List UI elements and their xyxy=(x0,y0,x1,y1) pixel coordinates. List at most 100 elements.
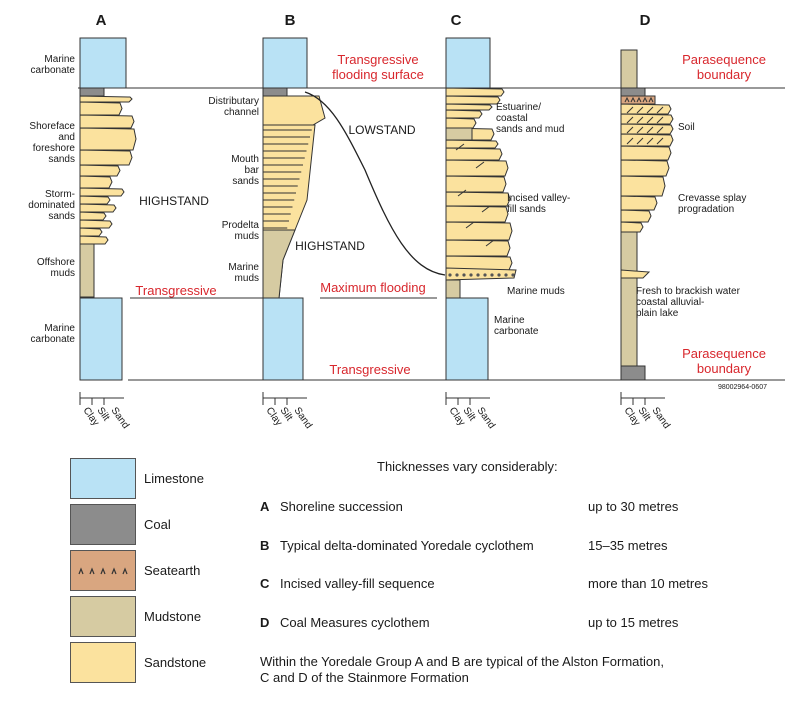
grain-scale-label: Sand xyxy=(109,405,131,430)
note-letter: B xyxy=(260,538,270,553)
pebble-lag xyxy=(469,273,473,277)
sandstone-bed xyxy=(79,164,121,177)
notes-footer-line: Within the Yoredale Group A and B are ty… xyxy=(260,654,664,669)
cross-bedding xyxy=(656,137,664,145)
seatearth-rootlet xyxy=(122,567,128,575)
note-text: Incised valley-fill sequence xyxy=(280,576,435,591)
mudstone-bed xyxy=(445,279,461,299)
limestone-bed xyxy=(445,297,489,381)
pebble-lag xyxy=(483,273,487,277)
pebble-lag xyxy=(511,273,515,277)
legend-label: Sandstone xyxy=(144,655,207,670)
cross-bedding xyxy=(626,116,634,124)
sandstone-bed xyxy=(620,221,644,233)
sandstone-bed xyxy=(445,103,493,111)
limestone-bed xyxy=(79,297,123,381)
legend-swatch-coal xyxy=(70,504,136,545)
cross-bedding xyxy=(457,189,467,197)
note-thickness: up to 30 metres xyxy=(588,499,679,514)
cross-bedding xyxy=(646,116,654,124)
sandstone-bed xyxy=(79,101,123,116)
note-thickness: 15–35 metres xyxy=(588,538,668,553)
note-letter: A xyxy=(260,499,270,514)
pebble-lag xyxy=(497,273,501,277)
label-transgressive: Transgressive xyxy=(135,283,216,298)
label-lowstand: LOWSTAND xyxy=(348,123,415,137)
cross-bedding xyxy=(626,126,634,134)
note-row: C Incised valley-fill sequence xyxy=(260,576,435,591)
legend-label: Limestone xyxy=(144,471,204,486)
incision-surface-curve xyxy=(304,91,446,276)
grain-scale-label: Sand xyxy=(475,405,497,430)
note-letter: C xyxy=(260,576,270,591)
sandstone-bed xyxy=(445,175,507,193)
distributary-channel-sand xyxy=(262,95,326,126)
sandstone-bed xyxy=(79,203,117,213)
coal-bed xyxy=(620,365,646,381)
cross-bedding xyxy=(646,126,654,134)
sandstone-bed xyxy=(79,219,113,229)
seatearth-rootlet xyxy=(78,567,84,575)
seatearth-rootlet xyxy=(642,96,648,103)
seatearth-rootlet xyxy=(111,567,117,575)
cross-bedding xyxy=(481,205,491,213)
pebble-lag xyxy=(462,273,466,277)
sandstone-bed xyxy=(445,191,511,207)
sandstone-bed xyxy=(79,235,109,245)
coal-bed xyxy=(262,87,288,97)
label-highstand: HIGHSTAND xyxy=(139,194,209,208)
sandstone-bed xyxy=(620,195,658,211)
legend-label: Mudstone xyxy=(144,609,202,624)
legend-label: Seatearth xyxy=(144,563,201,578)
mudstone-bed xyxy=(445,127,473,141)
sandstone-bed xyxy=(620,175,666,197)
sandstone-bed xyxy=(445,117,477,129)
notes-heading: Thicknesses vary considerably: xyxy=(377,459,558,474)
pebble-lag xyxy=(476,273,480,277)
label-maximum-flooding: Maximum flooding xyxy=(320,280,426,295)
label-soil: Soil xyxy=(678,122,695,133)
note-thickness: up to 15 metres xyxy=(588,615,679,630)
sandstone-bed xyxy=(620,145,672,161)
pebble-lag xyxy=(455,273,459,277)
sandstone-bed xyxy=(620,159,670,177)
cross-bedding xyxy=(636,106,644,114)
mudstone-bed xyxy=(620,49,638,89)
sandstone-bed xyxy=(445,221,513,241)
column-header-D: D xyxy=(640,12,651,29)
seatearth-rootlet xyxy=(624,96,630,103)
crevasse-sand-lens xyxy=(620,269,651,279)
pebble-lag xyxy=(448,273,452,277)
sandstone-bed xyxy=(79,114,135,129)
sandstone-bed xyxy=(620,103,672,115)
sandstone-bed xyxy=(79,149,133,166)
label-marine-muds: Marine muds xyxy=(507,286,565,297)
cross-bedding xyxy=(646,106,654,114)
column-header-A: A xyxy=(96,12,107,29)
seatearth-rootlet xyxy=(630,96,636,103)
limestone-bed xyxy=(262,37,308,89)
seatearth-pattern xyxy=(78,567,128,575)
cross-bedding xyxy=(656,106,664,114)
seatearth-rootlet xyxy=(636,96,642,103)
pebble-lag xyxy=(490,273,494,277)
notes-footer-line: C and D of the Stainmore Formation xyxy=(260,670,469,685)
cross-bedding xyxy=(455,143,465,151)
cross-bedding xyxy=(646,137,654,145)
legend-swatch-mudstone xyxy=(70,596,136,637)
column-header-C: C xyxy=(451,12,462,29)
grain-scale-label: Sand xyxy=(650,405,672,430)
column-header-B: B xyxy=(285,12,296,29)
